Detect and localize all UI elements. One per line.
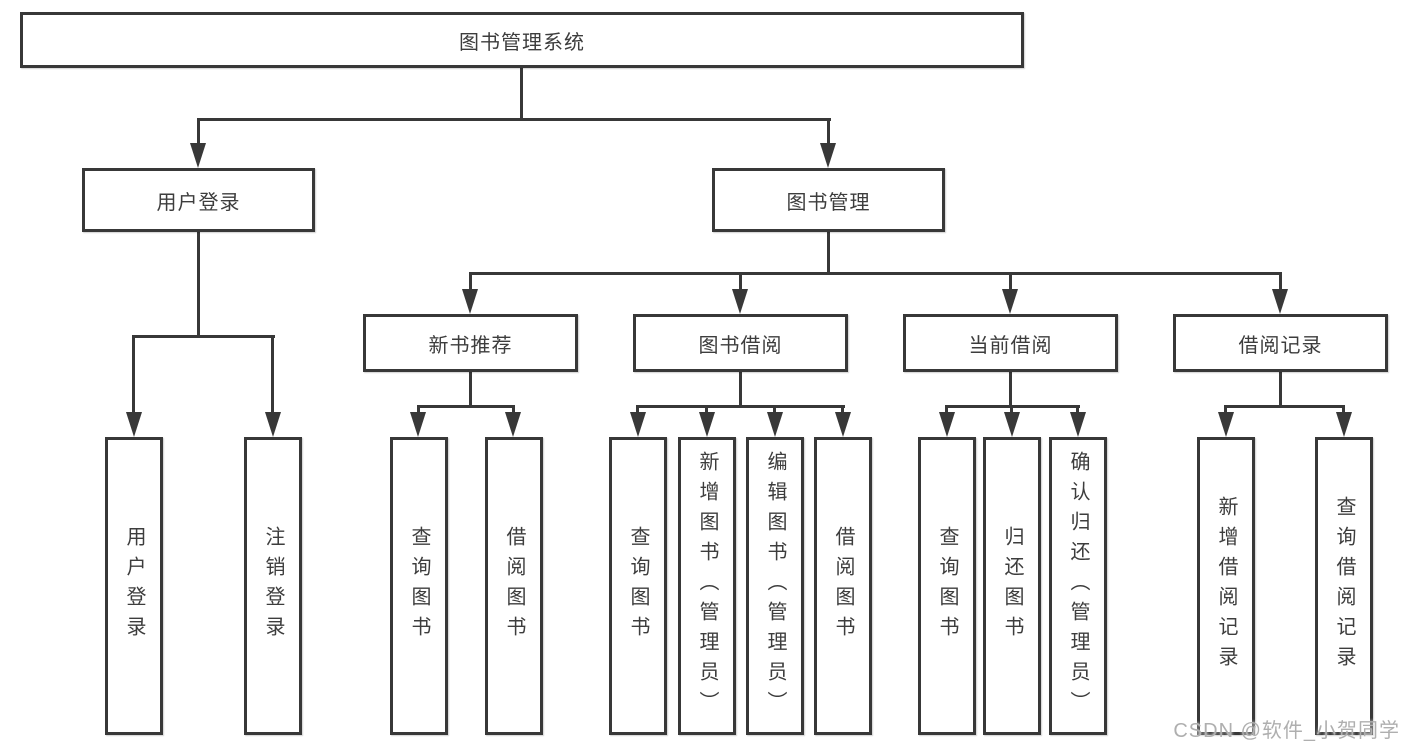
leaf-logout: 注销登录 [244, 437, 302, 735]
leaf-br-query-record: 查询借阅记录 [1315, 437, 1373, 735]
connector-drop-borrow-records [1279, 272, 1282, 289]
connector-drop-bb-edit [773, 405, 776, 412]
arrowhead-leaf-login [126, 412, 142, 437]
leaf-user-login: 用户登录 [105, 437, 163, 735]
connector-root-stem [520, 68, 523, 118]
connector-drop-book-mgmt [827, 118, 830, 143]
connector-borrow-records-stem [1279, 372, 1282, 405]
connector-drop-leaf-logout [271, 335, 274, 412]
connector-drop-new-book-rec [469, 272, 472, 289]
connector-drop-book-borrow [739, 272, 742, 289]
arrowhead-book-borrow [732, 289, 748, 314]
connector-new-book-rec-bracket [417, 405, 515, 408]
arrowhead-user-login [190, 143, 206, 168]
arrowhead-cb-return [1004, 412, 1020, 437]
node-book-mgmt: 图书管理 [712, 168, 945, 232]
connector-user-login-bracket [132, 335, 275, 338]
connector-current-borrow-stem [1009, 372, 1012, 405]
leaf-bb-add-books-admin: 新增图书（管理员） [678, 437, 736, 735]
node-user-login: 用户登录 [82, 168, 315, 232]
node-borrow-records-label: 借阅记录 [1238, 334, 1323, 357]
leaf-user-login-label: 用户登录 [123, 526, 145, 646]
node-user-login-label: 用户登录 [156, 191, 241, 214]
leaf-br-add-record: 新增借阅记录 [1197, 437, 1255, 735]
node-book-mgmt-label: 图书管理 [786, 191, 871, 214]
node-borrow-records: 借阅记录 [1173, 314, 1388, 372]
arrowhead-current-borrow [1002, 289, 1018, 314]
node-current-borrow: 当前借阅 [903, 314, 1118, 372]
connector-borrow-records-bracket [1224, 405, 1345, 408]
connector-drop-cb-confirm [1076, 405, 1079, 412]
arrowhead-new-book-rec [462, 289, 478, 314]
leaf-rec-query-books: 查询图书 [390, 437, 448, 735]
arrowhead-leaf-logout [265, 412, 281, 437]
csdn-watermark: CSDN @软件_小贺同学 [1173, 720, 1400, 742]
connector-book-borrow-stem [739, 372, 742, 405]
node-current-borrow-label: 当前借阅 [968, 334, 1053, 357]
arrowhead-cb-confirm [1070, 412, 1086, 437]
leaf-cb-confirm-return-admin: 确认归还（管理员） [1049, 437, 1107, 735]
connector-drop-leaf-login [132, 335, 135, 412]
leaf-bb-edit-books-admin-label: 编辑图书（管理员） [764, 451, 786, 721]
arrowhead-rec-query [410, 412, 426, 437]
leaf-bb-borrow-books: 借阅图书 [814, 437, 872, 735]
connector-root-bracket [197, 118, 831, 121]
connector-drop-rec-query [417, 405, 420, 412]
leaf-bb-edit-books-admin: 编辑图书（管理员） [746, 437, 804, 735]
arrowhead-book-mgmt [820, 143, 836, 168]
connector-drop-cb-query [945, 405, 948, 412]
leaf-br-query-record-label: 查询借阅记录 [1333, 496, 1355, 676]
leaf-rec-query-books-label: 查询图书 [408, 526, 430, 646]
leaf-cb-return-books-label: 归还图书 [1001, 526, 1023, 646]
arrowhead-bb-add [699, 412, 715, 437]
leaf-rec-borrow-books: 借阅图书 [485, 437, 543, 735]
connector-book-mgmt-stem [827, 232, 830, 272]
connector-user-login-stem [197, 232, 200, 335]
connector-drop-current-borrow [1009, 272, 1012, 289]
leaf-logout-label: 注销登录 [262, 526, 284, 646]
connector-drop-br-add [1224, 405, 1227, 412]
arrowhead-br-add [1218, 412, 1234, 437]
arrowhead-bb-edit [767, 412, 783, 437]
connector-book-borrow-bracket [636, 405, 845, 408]
connector-drop-bb-borrow [841, 405, 844, 412]
leaf-cb-query-books-label: 查询图书 [936, 526, 958, 646]
leaf-bb-add-books-admin-label: 新增图书（管理员） [696, 451, 718, 721]
leaf-bb-query-books-label: 查询图书 [627, 526, 649, 646]
arrowhead-rec-borrow [505, 412, 521, 437]
leaf-bb-borrow-books-label: 借阅图书 [832, 526, 854, 646]
leaf-bb-query-books: 查询图书 [609, 437, 667, 735]
node-book-borrow: 图书借阅 [633, 314, 848, 372]
connector-drop-bb-add [705, 405, 708, 412]
connector-drop-cb-return [1010, 405, 1013, 412]
leaf-cb-confirm-return-admin-label: 确认归还（管理员） [1067, 451, 1089, 721]
leaf-cb-query-books: 查询图书 [918, 437, 976, 735]
node-new-book-rec-label: 新书推荐 [428, 334, 513, 357]
connector-drop-user-login [197, 118, 200, 143]
connector-new-book-rec-stem [469, 372, 472, 405]
leaf-rec-borrow-books-label: 借阅图书 [503, 526, 525, 646]
arrowhead-cb-query [939, 412, 955, 437]
connector-drop-rec-borrow [512, 405, 515, 412]
connector-drop-br-query [1342, 405, 1345, 412]
leaf-br-add-record-label: 新增借阅记录 [1215, 496, 1237, 676]
node-root: 图书管理系统 [20, 12, 1024, 68]
node-book-borrow-label: 图书借阅 [698, 334, 783, 357]
leaf-cb-return-books: 归还图书 [983, 437, 1041, 735]
arrowhead-bb-borrow [835, 412, 851, 437]
connector-drop-bb-query [636, 405, 639, 412]
node-root-label: 图书管理系统 [459, 31, 585, 54]
arrowhead-br-query [1336, 412, 1352, 437]
node-new-book-rec: 新书推荐 [363, 314, 578, 372]
arrowhead-bb-query [630, 412, 646, 437]
connector-book-mgmt-bracket [469, 272, 1282, 275]
arrowhead-borrow-records [1272, 289, 1288, 314]
